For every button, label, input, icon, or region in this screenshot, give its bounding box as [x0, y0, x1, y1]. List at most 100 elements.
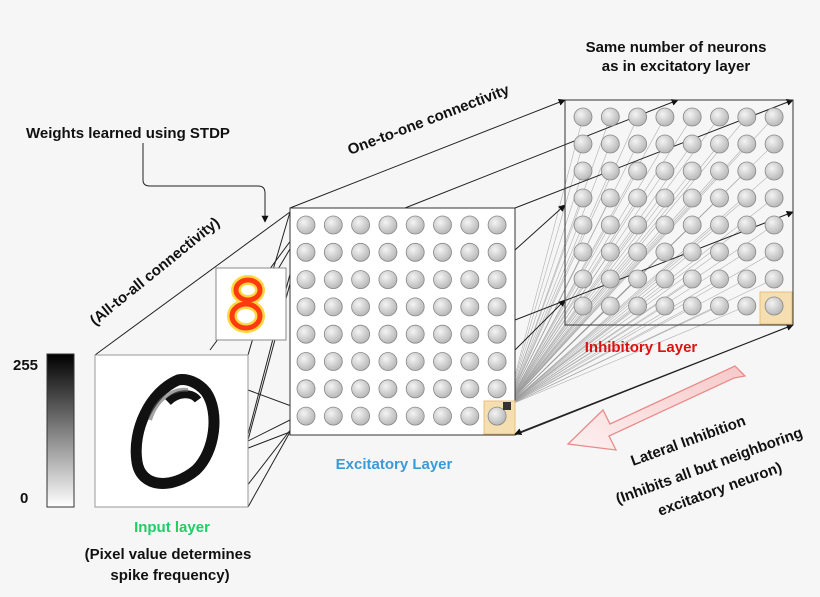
- excitatory-neuron: [296, 270, 316, 290]
- fan-line: [506, 305, 747, 407]
- excitatory-neuron: [460, 215, 480, 235]
- fan-line: [506, 197, 638, 407]
- inhibitory-neuron: [573, 134, 593, 154]
- inhibitory-neuron: [764, 215, 784, 235]
- inhibitory-neuron: [710, 107, 729, 127]
- excitatory-neuron: [433, 352, 452, 371]
- fan-line: [506, 251, 611, 407]
- excitatory-neuron: [351, 242, 371, 262]
- inhibitory-neuron: [682, 134, 702, 154]
- one-to-one-label: One-to-one connectivity: [345, 81, 512, 159]
- inhibitory-neuron: [628, 296, 647, 316]
- fan-line: [506, 170, 720, 407]
- fan-line: [506, 116, 748, 407]
- excitatory-neuron: [351, 406, 371, 426]
- fan-line: [506, 116, 666, 407]
- fan-line: [506, 143, 611, 407]
- inhibitory-neuron: [682, 296, 702, 316]
- fan-line: [506, 116, 611, 407]
- inhibitory-neuron: [737, 188, 757, 208]
- excitatory-neuron: [323, 352, 343, 371]
- inhibitory-neuron: [737, 107, 757, 127]
- excitatory-neuron: [323, 324, 343, 344]
- excitatory-neuron: [460, 352, 480, 371]
- inhibitory-neuron: [628, 161, 647, 181]
- excitatory-neuron: [405, 215, 425, 235]
- inhibitory-neuron: [655, 107, 675, 127]
- all-to-all-label: (All-to-all connectivity): [87, 214, 223, 329]
- inhibitory-neuron: [682, 215, 702, 235]
- excitatory-neuron: [378, 297, 398, 317]
- fan-line: [506, 251, 747, 407]
- excitatory-neuron: [323, 215, 343, 235]
- stdp-connector: [142, 143, 269, 223]
- input-layer-label: Input layer: [134, 519, 210, 536]
- fan-line: [506, 170, 638, 407]
- inhibitory-neuron: [655, 215, 675, 235]
- fan-line: [506, 116, 775, 407]
- excitatory-neuron: [378, 242, 398, 262]
- inhibitory-neuron: [764, 134, 784, 154]
- excitatory-neuron: [433, 270, 452, 290]
- inhibitory-neuron: [628, 134, 647, 154]
- inhibitory-neuron: [600, 242, 620, 262]
- excitatory-neuron: [323, 270, 343, 290]
- excitatory-neuron: [296, 297, 316, 317]
- excitatory-neuron: [405, 270, 425, 290]
- fan-line: [506, 224, 611, 407]
- excitatory-neuron: [460, 297, 480, 317]
- inhibitory-neuron: [573, 161, 593, 181]
- excitatory-neuron: [433, 379, 452, 399]
- fan-line: [506, 305, 584, 407]
- inhibitory-neuron: [737, 296, 757, 316]
- excitatory-neuron: [487, 215, 507, 235]
- inhibitory-neuron: [737, 242, 757, 262]
- learned-weights-heatmap: [215, 267, 287, 341]
- inhibitory-neuron: [710, 161, 729, 181]
- fan-line: [506, 278, 747, 407]
- fan-line: [506, 251, 775, 407]
- excitatory-neuron: [460, 324, 480, 344]
- inhibitory-neuron: [628, 242, 647, 262]
- inhibitory-neuron: [573, 188, 593, 208]
- inhibitory-neuron: [764, 269, 784, 289]
- excitatory-neuron: [378, 379, 398, 399]
- excitatory-neuron: [405, 297, 425, 317]
- inhibitory-neuron: [737, 215, 757, 235]
- inhibitory-neuron: [655, 296, 675, 316]
- excitatory-neuron: [296, 324, 316, 344]
- excitatory-neuron: [351, 215, 371, 235]
- inhibitory-neuron: [573, 242, 593, 262]
- excitatory-neuron-grid: [296, 215, 507, 426]
- inhibitory-neuron: [600, 296, 620, 316]
- inhibitory-neuron: [573, 215, 593, 235]
- inhibitory-layer: [564, 99, 794, 326]
- excitatory-neuron: [433, 215, 452, 235]
- excitatory-neuron: [296, 379, 316, 399]
- inhibitory-neuron: [600, 161, 620, 181]
- fan-line: [506, 116, 584, 407]
- fan-source-marker: [503, 402, 511, 410]
- excitatory-neuron: [433, 324, 452, 344]
- stdp-label: Weights learned using STDP: [26, 125, 230, 142]
- inhibitory-neuron: [655, 161, 675, 181]
- inhibitory-neuron: [600, 215, 620, 235]
- excitatory-neuron: [351, 379, 371, 399]
- fan-line: [506, 224, 747, 407]
- feedback-line: [514, 324, 794, 435]
- colorbar-max-label: 255: [13, 357, 38, 374]
- excitatory-neuron: [487, 324, 507, 344]
- excitatory-neuron: [405, 352, 425, 371]
- inhibitory-neuron: [764, 296, 784, 316]
- inhibitory-neuron: [682, 107, 702, 127]
- excitatory-neuron: [351, 270, 371, 290]
- excitatory-neuron: [323, 406, 343, 426]
- inhibitory-neuron: [764, 161, 784, 181]
- same-number-label-line2: as in excitatory layer: [602, 58, 751, 75]
- inhibitory-neuron: [655, 242, 675, 262]
- inhibitory-neuron: [600, 134, 620, 154]
- colorbar-min-label: 0: [20, 490, 28, 507]
- fan-line: [506, 197, 584, 407]
- excitatory-neuron: [351, 324, 371, 344]
